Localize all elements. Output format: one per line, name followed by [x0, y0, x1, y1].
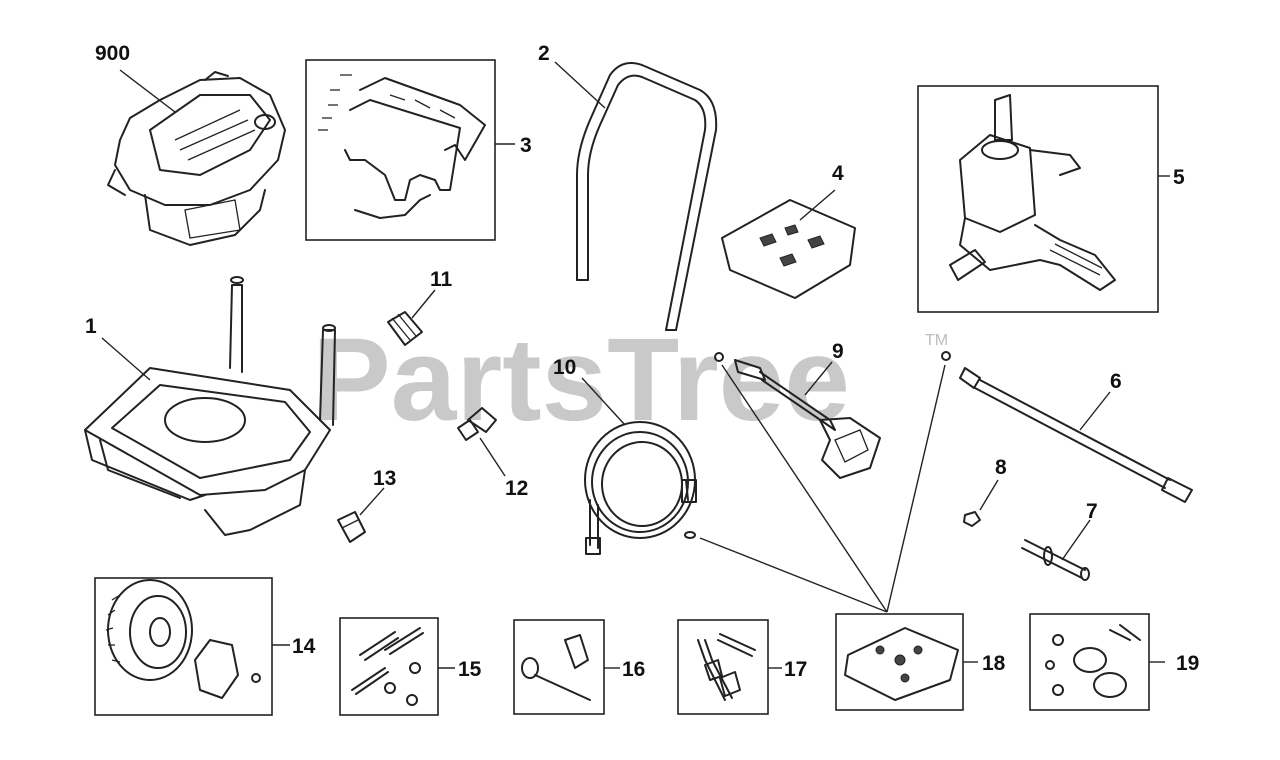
callout-11: 11: [430, 268, 453, 291]
part-2-handle[interactable]: [576, 62, 718, 331]
watermark-text: PartsTree: [312, 314, 850, 446]
part-17-hardware[interactable]: [697, 633, 756, 701]
part-9-spray-gun[interactable]: [714, 352, 881, 479]
callout-4: 4: [832, 162, 844, 185]
callout-3: 3: [520, 134, 532, 157]
callout-10: 10: [553, 356, 576, 379]
part-18-hardware-bag[interactable]: [844, 627, 959, 701]
part-11-fitting[interactable]: [387, 311, 423, 346]
callout-16: 16: [622, 658, 645, 681]
leader-lines: [101, 61, 1170, 669]
callout-13: 13: [373, 467, 396, 490]
part-8-nut[interactable]: [963, 511, 981, 527]
part-4-hardware-bag[interactable]: [721, 199, 856, 299]
callout-14: 14: [292, 635, 316, 658]
part-13-fitting[interactable]: [337, 511, 366, 543]
part-16-pin-clip[interactable]: [521, 634, 591, 701]
part-6-wand[interactable]: [941, 351, 1193, 503]
part-10-hose[interactable]: [584, 421, 697, 555]
callout-18: 18: [982, 652, 1006, 675]
part-3-handle-bracket[interactable]: [318, 74, 486, 219]
callout-1: 1: [85, 315, 97, 338]
part-17-box: [677, 619, 769, 715]
part-5-pump[interactable]: [949, 94, 1116, 291]
part-5-box: [917, 85, 1159, 313]
part-14-box: [94, 577, 273, 716]
callout-9: 9: [832, 340, 844, 363]
callout-15: 15: [458, 658, 482, 681]
callout-6: 6: [1110, 370, 1122, 393]
part-15-box: [339, 617, 439, 716]
part-3-box: [305, 59, 496, 241]
callout-12: 12: [505, 477, 528, 500]
part-12-fitting[interactable]: [457, 407, 497, 441]
callout-7: 7: [1086, 500, 1098, 523]
watermark-trademark: TM: [925, 332, 948, 349]
callout-19: 19: [1176, 652, 1199, 675]
part-900-engine[interactable]: [107, 71, 286, 246]
callout-2: 2: [538, 42, 550, 65]
part-14-wheel[interactable]: [105, 579, 261, 699]
callout-5: 5: [1173, 166, 1185, 189]
part-7-axle[interactable]: [1021, 539, 1090, 581]
part-16-box: [513, 619, 605, 715]
part-1-frame[interactable]: [84, 276, 336, 536]
callout-8: 8: [995, 456, 1007, 479]
callout-17: 17: [784, 658, 807, 681]
callout-900: 900: [95, 42, 130, 65]
part-15-hardware[interactable]: [351, 627, 424, 706]
part-19-bearings[interactable]: [1045, 624, 1141, 698]
